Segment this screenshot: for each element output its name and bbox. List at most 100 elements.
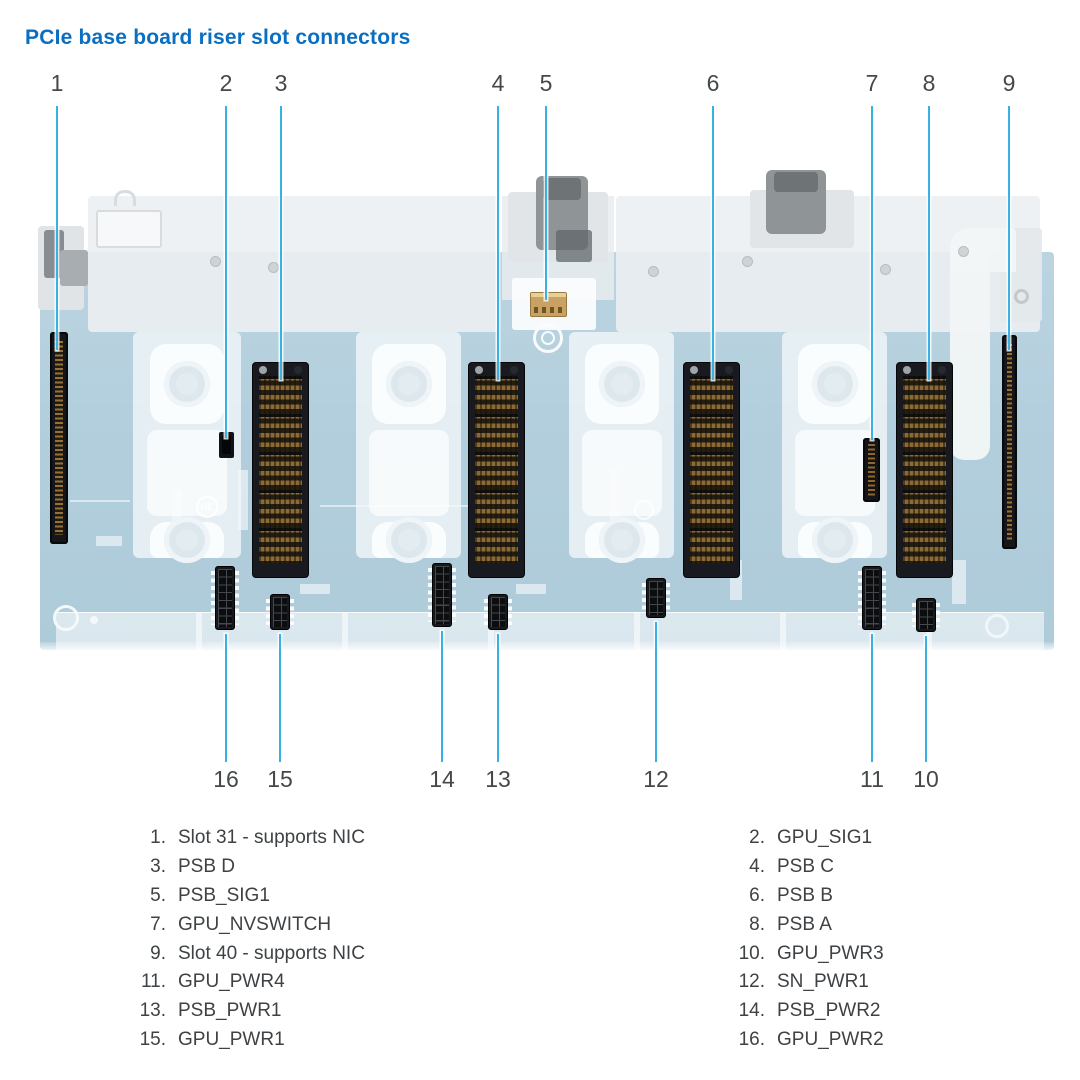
callout-number-14: 14 (429, 766, 455, 792)
legend-item-8: 8.PSB A (703, 910, 1063, 939)
legend-num: 5. (150, 884, 166, 906)
callout-number-6: 6 (706, 70, 720, 96)
legend-num: 7. (150, 913, 166, 935)
legend-item-15: 15.GPU_PWR1 (126, 1026, 546, 1055)
pin-grid (649, 581, 663, 615)
legend-item-9: 9.Slot 40 - supports NIC (126, 939, 546, 968)
legend-item-5: 5. PSB_SIG1 (126, 882, 546, 911)
legend-item-7: 7.GPU_NVSWITCH (126, 910, 546, 939)
callout-number-9: 9 (1002, 70, 1016, 96)
leader-line-2 (225, 106, 227, 438)
screw (742, 256, 753, 267)
mount-ring (385, 517, 432, 563)
callout-number-3: 3 (274, 70, 288, 96)
mount-ring (164, 361, 210, 407)
pin-strip (868, 444, 875, 496)
mount-ring (811, 517, 858, 563)
legend-item-6: 6.PSB B (703, 882, 1063, 911)
callout-number-16: 16 (213, 766, 239, 792)
callout-number-8: 8 (922, 70, 936, 96)
pin-grid (865, 569, 879, 627)
legend-item-2: 2. GPU_SIG1 (703, 824, 1063, 853)
slot-40-connector (1002, 335, 1017, 549)
legend-item-11: 11.GPU_PWR4 (126, 968, 546, 997)
leader-line-14 (441, 631, 443, 762)
psb-b-connector (683, 362, 740, 578)
screw (210, 256, 221, 267)
mount (797, 344, 872, 424)
legend-label: GPU_PWR3 (777, 942, 884, 964)
riser-board-diagram: HE 1 2 3 4 5 6 7 8 9 (38, 70, 1054, 792)
screw (268, 262, 279, 273)
legend-item-13: 13.PSB_PWR1 (126, 997, 546, 1026)
bracket-panel (794, 430, 875, 516)
gpu-pwr1-connector (266, 594, 294, 630)
legend-label: Slot 31 - supports NIC (178, 827, 365, 849)
legend-item-3: 3.PSB D (126, 853, 546, 882)
psb-sig1-connector (530, 292, 567, 317)
legend-label: PSB_PWR2 (777, 1000, 881, 1022)
trace (70, 500, 130, 502)
psb-c-connector (468, 362, 525, 578)
callout-number-5: 5 (539, 70, 553, 96)
mount-ring (164, 517, 210, 563)
pin-strip (55, 341, 63, 535)
legend-label: GPU_PWR4 (178, 971, 285, 993)
silkscreen (96, 536, 122, 546)
callout-number-15: 15 (267, 766, 293, 792)
right-handle-knob (774, 172, 818, 192)
mount (150, 344, 224, 424)
right-arm (950, 240, 990, 460)
mount (371, 344, 446, 424)
leader-line-7 (871, 106, 873, 440)
legend-num: 12. (738, 971, 765, 993)
screw-boss-inner (541, 331, 555, 345)
legend-num: 10. (738, 942, 765, 964)
pin-grid (218, 569, 232, 627)
pin-grid (273, 597, 287, 627)
leader-line-6 (712, 106, 714, 380)
pin-strip (1007, 344, 1012, 540)
gpu-pwr4-connector (858, 566, 886, 630)
silkscreen (516, 584, 546, 594)
left-bracket-latch (44, 230, 64, 278)
mount (584, 344, 659, 424)
pin-grid (491, 597, 505, 627)
leader-line-3 (280, 106, 282, 380)
legend-item-1: 1. Slot 31 - supports NIC (126, 824, 546, 853)
mount (584, 517, 659, 563)
ring-screw (1014, 289, 1029, 304)
legend-label: PSB_SIG1 (178, 884, 270, 906)
sn-pwr1-connector (642, 578, 670, 618)
legend-label: PSB A (777, 913, 832, 935)
pin-array (903, 376, 946, 564)
he-logo: HE (196, 496, 218, 518)
standoff-bracket (569, 332, 674, 563)
legend-num: 9. (150, 942, 166, 964)
leader-line-5 (545, 106, 547, 300)
mount (797, 517, 872, 563)
legend-num: 13. (139, 1000, 166, 1022)
legend-num: 3. (150, 856, 166, 878)
psb-d-connector (252, 362, 309, 578)
leader-line-8 (928, 106, 930, 380)
leader-line-4 (497, 106, 499, 380)
leader-line-11 (871, 634, 873, 762)
legend-item-12: 12.SN_PWR1 (703, 968, 1063, 997)
gpu-pwr2-connector (211, 566, 239, 630)
callout-number-13: 13 (485, 766, 511, 792)
legend-label: PSB C (777, 856, 835, 878)
legend-num: 6. (749, 884, 765, 906)
callout-number-10: 10 (913, 766, 939, 792)
leader-line-13 (497, 634, 499, 762)
legend-label: GPU_SIG1 (777, 827, 873, 849)
mount-ring (385, 361, 432, 407)
silkscreen (952, 560, 966, 604)
callout-number-12: 12 (643, 766, 669, 792)
legend-num: 1. (150, 827, 166, 849)
gpu-sig1-connector (219, 432, 234, 458)
screw (958, 246, 969, 257)
mount (371, 517, 446, 563)
legend-num: 2. (749, 827, 765, 849)
